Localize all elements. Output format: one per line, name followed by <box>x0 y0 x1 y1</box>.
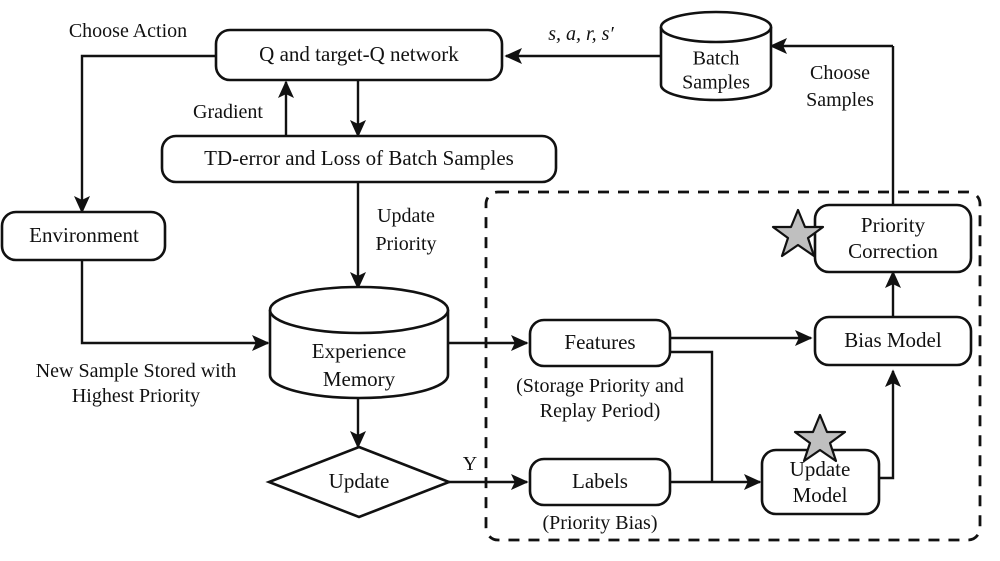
batch-samples-label-line1: Batch <box>693 48 740 70</box>
node-features[interactable]: Features <box>528 318 672 368</box>
node-update-decision[interactable]: Update <box>265 445 453 519</box>
star-icon-priority-correction <box>771 208 825 258</box>
edge-label-update-priority-line2: Priority <box>375 233 436 255</box>
priority-correction-label-line1: Priority <box>861 213 926 237</box>
edge-environment-to-experience-memory <box>80 260 270 351</box>
features-caption-line1: (Storage Priority and <box>516 375 684 397</box>
node-experience-memory[interactable]: Experience Memory <box>268 285 450 400</box>
features-caption-line2: Replay Period) <box>540 400 661 422</box>
q-network-label: Q and target-Q network <box>259 42 459 66</box>
batch-samples-cylinder-body[interactable] <box>659 27 773 102</box>
td-error-box[interactable] <box>160 134 558 184</box>
experience-memory-label-line1: Experience <box>312 339 406 363</box>
edge-label-choose-action: Choose Action <box>69 20 187 42</box>
edge-update-model-to-bias-model <box>879 369 901 480</box>
node-labels[interactable]: Labels <box>528 457 672 507</box>
labels-box[interactable] <box>528 457 672 507</box>
environment-box[interactable] <box>0 210 167 262</box>
star-icon-update-model <box>793 413 847 463</box>
node-batch-samples[interactable]: Batch Samples <box>659 10 773 102</box>
node-td-error[interactable]: TD-error and Loss of Batch Samples <box>160 134 558 184</box>
labels-caption: (Priority Bias) <box>543 512 658 534</box>
experience-memory-cylinder-body[interactable] <box>268 310 450 400</box>
batch-samples-label-line2: Samples <box>682 72 750 94</box>
edge-label-choose-samples-line2: Samples <box>806 89 874 111</box>
environment-label: Environment <box>29 223 139 247</box>
edge-label-new-sample-line2: Highest Priority <box>72 385 200 407</box>
edge-features-to-update-model <box>670 350 714 482</box>
node-q-network[interactable]: Q and target-Q network <box>214 28 504 82</box>
features-box[interactable] <box>528 318 672 368</box>
node-priority-correction[interactable]: Priority Correction <box>813 203 973 274</box>
edge-label-gradient: Gradient <box>193 101 263 123</box>
features-label: Features <box>564 330 635 354</box>
labels-label: Labels <box>572 469 628 493</box>
node-update-model[interactable]: Update Model <box>760 448 881 516</box>
edge-label-new-sample-line1: New Sample Stored with <box>36 360 237 382</box>
edge-q-to-environment <box>74 54 216 214</box>
update-decision-label: Update <box>329 469 390 493</box>
update-model-label-line1: Update <box>790 457 851 481</box>
edge-label-transition-tuple: s, a, r, s′ <box>548 23 614 45</box>
edge-label-choose-samples-line1: Choose <box>810 62 870 84</box>
node-environment[interactable]: Environment <box>0 210 167 262</box>
experience-memory-label-line2: Memory <box>323 367 396 391</box>
node-bias-model[interactable]: Bias Model <box>813 315 973 367</box>
bias-model-label: Bias Model <box>844 328 942 352</box>
td-error-label: TD-error and Loss of Batch Samples <box>204 146 514 170</box>
batch-samples-cylinder-top <box>659 10 773 44</box>
bias-correction-module-boundary <box>484 190 982 542</box>
q-network-box[interactable] <box>214 28 504 82</box>
experience-memory-cylinder-top <box>268 285 450 335</box>
priority-correction-box[interactable] <box>813 203 973 274</box>
priority-correction-label-line2: Correction <box>848 239 938 263</box>
edge-label-yes-branch: Y <box>463 453 477 475</box>
update-model-label-line2: Model <box>793 483 848 507</box>
bias-model-box[interactable] <box>813 315 973 367</box>
update-decision-diamond[interactable] <box>265 445 453 519</box>
edge-label-update-priority-line1: Update <box>377 205 435 227</box>
